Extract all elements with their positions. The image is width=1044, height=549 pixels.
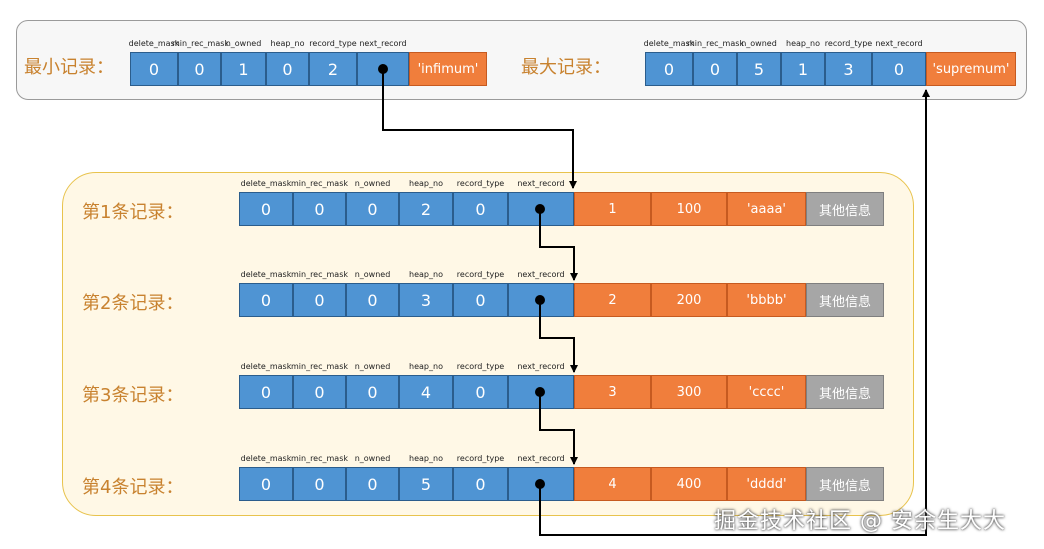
infimum-heap_no-cell: 0	[266, 52, 309, 86]
supremum-next_record-cell: 0	[872, 52, 926, 86]
record-2-header-n_owned: n_owned	[354, 270, 391, 279]
record-1-n_owned-cell: 0	[346, 192, 399, 226]
record-3-record_type-cell: 0	[453, 375, 508, 409]
supremum-delete_mask-cell: 0	[645, 52, 693, 86]
record-4-data-cell-0: 4	[574, 467, 651, 501]
record-3-header-n_owned: n_owned	[354, 362, 391, 371]
record-1-min_rec_mask-cell: 0	[293, 192, 346, 226]
record-1-label: 第1条记录：	[82, 202, 184, 223]
record-3-header-heap_no: heap_no	[409, 362, 443, 371]
record-1-to-record-2-arrow	[539, 209, 578, 281]
record-2-record_type-cell: 0	[453, 283, 508, 317]
record-4-header-record_type: record_type	[456, 454, 505, 463]
record-4-header-n_owned: n_owned	[354, 454, 391, 463]
record-1-header-min_rec_mask: min_rec_mask	[290, 179, 348, 188]
record-1-header-delete_mask: delete_mask	[240, 179, 292, 188]
supremum-record_type-cell: 3	[825, 52, 872, 86]
record-2-heap_no-cell: 3	[399, 283, 453, 317]
watermark: 掘金技术社区 @ 安余生大大	[714, 509, 1006, 534]
record-1-data-cell-2: 'aaaa'	[727, 192, 806, 226]
record-1-header-heap_no: heap_no	[409, 179, 443, 188]
record-1-header-record_type: record_type	[456, 179, 505, 188]
record-3-data-cell-2: 'cccc'	[727, 375, 806, 409]
record-4-min_rec_mask-cell: 0	[293, 467, 346, 501]
record-3-heap_no-cell: 4	[399, 375, 453, 409]
record-3-header-delete_mask: delete_mask	[240, 362, 292, 371]
record-2-data-cell-0: 2	[574, 283, 651, 317]
record-4-label: 第4条记录：	[82, 477, 184, 498]
record-1-header-next_record: next_record	[517, 179, 565, 188]
record-4-header-delete_mask: delete_mask	[240, 454, 292, 463]
infimum-name-cell: 'infimum'	[409, 52, 487, 86]
supremum-header-n_owned: n_owned	[741, 39, 777, 48]
record-2-header-heap_no: heap_no	[409, 270, 443, 279]
record-3-other-info-cell: 其他信息	[806, 375, 884, 409]
record-2-delete_mask-cell: 0	[239, 283, 293, 317]
record-4-other-info-cell: 其他信息	[806, 467, 884, 501]
record-4-data-cell-2: 'dddd'	[727, 467, 806, 501]
supremum-header-min_rec_mask: min_rec_mask	[687, 39, 745, 48]
records-panel	[62, 172, 914, 516]
infimum-header-n_owned: n_owned	[225, 39, 262, 48]
record-3-n_owned-cell: 0	[346, 375, 399, 409]
record-4-data-cell-1: 400	[651, 467, 727, 501]
supremum-heap_no-cell: 1	[781, 52, 825, 86]
record-1-data-cell-1: 100	[651, 192, 727, 226]
record-3-header-record_type: record_type	[456, 362, 505, 371]
supremum-header-heap_no: heap_no	[786, 39, 820, 48]
record-4-header-next_record: next_record	[517, 454, 565, 463]
infimum-header-record_type: record_type	[309, 39, 357, 48]
supremum-n_owned-cell: 5	[737, 52, 781, 86]
record-2-label: 第2条记录：	[82, 293, 184, 314]
record-4-header-min_rec_mask: min_rec_mask	[290, 454, 348, 463]
supremum-header-record_type: record_type	[824, 39, 873, 48]
supremum-min_rec_mask-cell: 0	[693, 52, 737, 86]
record-3-min_rec_mask-cell: 0	[293, 375, 346, 409]
record-1-delete_mask-cell: 0	[239, 192, 293, 226]
record-3-header-min_rec_mask: min_rec_mask	[290, 362, 348, 371]
infimum-to-record-1-arrow	[382, 69, 577, 189]
record-2-header-next_record: next_record	[517, 270, 565, 279]
infimum-min_rec_mask-cell: 0	[178, 52, 221, 86]
record-4-header-heap_no: heap_no	[409, 454, 443, 463]
record-3-delete_mask-cell: 0	[239, 375, 293, 409]
supremum-header-next_record: next_record	[875, 39, 923, 48]
record-2-data-cell-1: 200	[651, 283, 727, 317]
record-3-header-next_record: next_record	[517, 362, 565, 371]
infimum-delete_mask-cell: 0	[130, 52, 178, 86]
record-1-other-info-cell: 其他信息	[806, 192, 884, 226]
infimum-record_type-cell: 2	[309, 52, 357, 86]
infimum-header-delete_mask: delete_mask	[128, 39, 180, 48]
record-4-heap_no-cell: 5	[399, 467, 453, 501]
infimum-header-next_record: next_record	[359, 39, 407, 48]
record-2-header-record_type: record_type	[456, 270, 505, 279]
supremum-name-cell: 'supremum'	[926, 52, 1016, 86]
record-2-other-info-cell: 其他信息	[806, 283, 884, 317]
supremum-label: 最大记录：	[521, 57, 611, 78]
record-4-record_type-cell: 0	[453, 467, 508, 501]
record-2-n_owned-cell: 0	[346, 283, 399, 317]
supremum-header-delete_mask: delete_mask	[643, 39, 695, 48]
record-3-data-cell-1: 300	[651, 375, 727, 409]
infimum-n_owned-cell: 1	[221, 52, 266, 86]
record-4-delete_mask-cell: 0	[239, 467, 293, 501]
infimum-label: 最小记录：	[24, 57, 114, 78]
infimum-header-min_rec_mask: min_rec_mask	[172, 39, 230, 48]
infimum-header-heap_no: heap_no	[270, 39, 305, 48]
record-1-header-n_owned: n_owned	[354, 179, 391, 188]
record-3-to-record-4-arrow	[539, 392, 578, 465]
record-3-data-cell-0: 3	[574, 375, 651, 409]
record-2-min_rec_mask-cell: 0	[293, 283, 346, 317]
record-1-record_type-cell: 0	[453, 192, 508, 226]
record-2-header-delete_mask: delete_mask	[240, 270, 292, 279]
record-4-to-supremum-arrow	[539, 89, 930, 536]
record-2-to-record-3-arrow	[539, 300, 578, 373]
record-3-label: 第3条记录：	[82, 385, 184, 406]
record-1-data-cell-0: 1	[574, 192, 651, 226]
record-4-n_owned-cell: 0	[346, 467, 399, 501]
record-2-data-cell-2: 'bbbb'	[727, 283, 806, 317]
record-1-heap_no-cell: 2	[399, 192, 453, 226]
record-2-header-min_rec_mask: min_rec_mask	[290, 270, 348, 279]
